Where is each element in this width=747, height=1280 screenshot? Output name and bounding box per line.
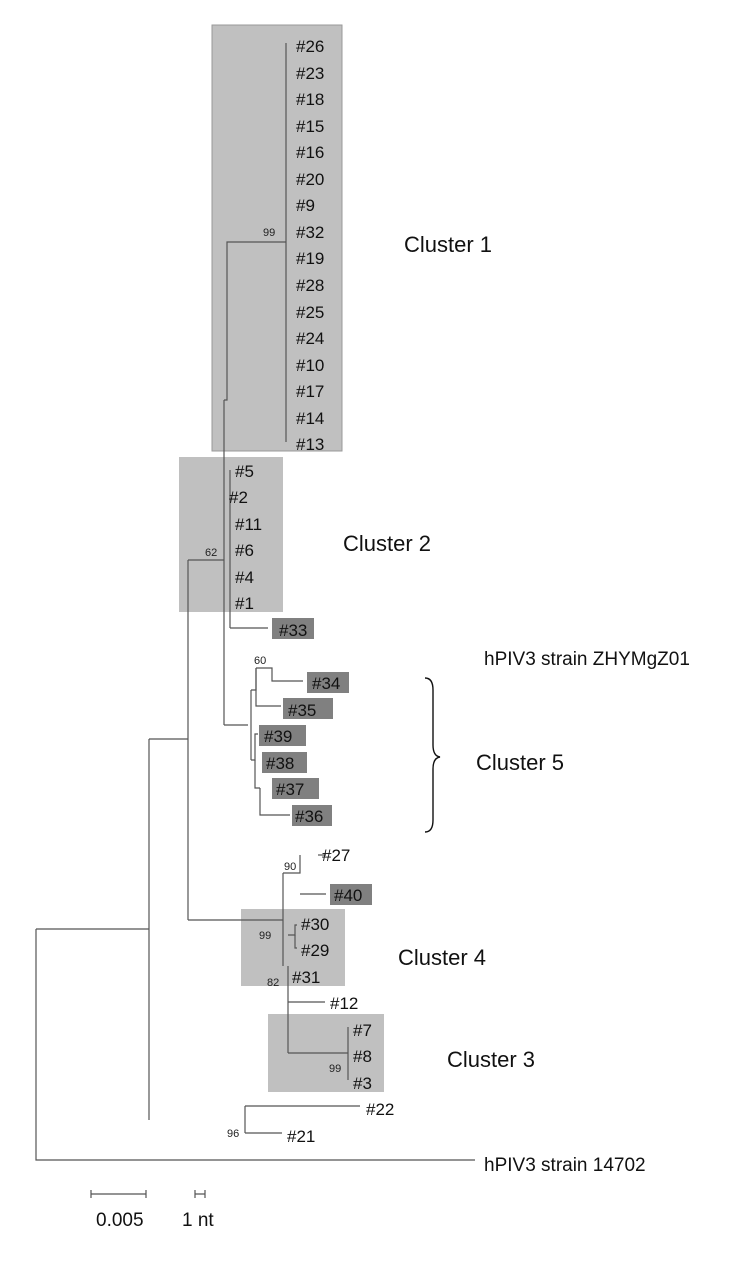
- cluster-4-box: [241, 909, 345, 986]
- branch: [254, 760, 260, 789]
- cluster-1-leaves: #26 #23 #18 #15 #16 #20 #9 #32 #19 #28 #…: [296, 37, 324, 454]
- leaf-label: #4: [235, 568, 254, 587]
- cluster-label: Cluster 3: [447, 1047, 535, 1072]
- leaf-label: #28: [296, 276, 324, 295]
- leaf-label: #2: [229, 488, 248, 507]
- cluster-3-leaves: #7 #8 #3: [353, 1021, 372, 1093]
- leaf-label: #27: [322, 846, 350, 865]
- leaf-label: #17: [296, 382, 324, 401]
- cluster-label: Cluster 2: [343, 531, 431, 556]
- leaf-label: #15: [296, 117, 324, 136]
- reference-strain-label: hPIV3 strain 14702: [484, 1155, 646, 1176]
- leaf-label: #30: [301, 915, 329, 934]
- cluster-4-leaves: #30 #29 #31: [292, 915, 329, 987]
- bootstrap-value: 99: [263, 227, 275, 239]
- leaf-label: #23: [296, 64, 324, 83]
- leaf-highlight-box: [272, 618, 314, 639]
- leaf-highlight-box: [330, 884, 372, 905]
- reference-strain-label: hPIV3 strain ZHYMgZ01: [484, 649, 690, 670]
- leaf-highlight-box: [262, 752, 307, 773]
- leaf-label: #22: [366, 1100, 394, 1119]
- leaf-label: #8: [353, 1047, 372, 1066]
- leaf-label: #11: [235, 515, 262, 534]
- leaf-label: #10: [296, 356, 324, 375]
- bootstrap-value: 96: [227, 1128, 239, 1140]
- leaf-label: #32: [296, 223, 324, 242]
- cluster-label: Cluster 5: [476, 750, 564, 775]
- leaf-label: #6: [235, 541, 254, 560]
- bootstrap-value: 62: [205, 547, 217, 559]
- leaf-label: #25: [296, 303, 324, 322]
- cluster-label: Cluster 4: [398, 945, 486, 970]
- leaf-label: #1: [235, 594, 254, 613]
- bootstrap-value: 60: [254, 655, 266, 667]
- scale-bar-label: 0.005: [96, 1210, 144, 1231]
- leaf-label: #14: [296, 409, 324, 428]
- leaf-label: #26: [296, 37, 324, 56]
- branch: [294, 935, 297, 949]
- bootstrap-value: 99: [329, 1063, 341, 1075]
- scale-bar-nt: [194, 1190, 206, 1198]
- leaf-label: #3: [353, 1074, 372, 1093]
- leaf-label: #7: [353, 1021, 372, 1040]
- branch: [259, 788, 290, 816]
- leaf-highlight-box: [272, 778, 319, 799]
- leaf-label: #12: [330, 994, 358, 1013]
- leaf-highlight-box: [259, 725, 306, 746]
- leaf-label: #33: [279, 621, 307, 640]
- leaf-label: #34: [312, 674, 340, 693]
- leaf-label: #31: [292, 968, 320, 987]
- branches: [35, 43, 475, 1161]
- branch: [283, 855, 301, 874]
- leaf-label: #13: [296, 435, 324, 454]
- branch: [255, 668, 281, 707]
- leaf-label: #18: [296, 90, 324, 109]
- cluster-5-leaves: #34 #35 #39 #38 #37 #36: [264, 674, 340, 826]
- leaf-label: #37: [276, 780, 304, 799]
- leaf-label: #36: [295, 807, 323, 826]
- cluster-label: Cluster 1: [404, 232, 492, 257]
- leaf-label: #38: [266, 754, 294, 773]
- branch: [288, 924, 297, 936]
- leaf-highlight-box: [283, 698, 333, 719]
- leaf-highlight-box: [307, 672, 349, 693]
- cluster-2-box: [179, 457, 283, 612]
- scale-bar: [90, 1190, 147, 1198]
- leaf-highlight-box: [292, 805, 332, 826]
- leaf-label: #19: [296, 249, 324, 268]
- leaf-label: #21: [287, 1127, 315, 1146]
- leaf-label: #40: [334, 886, 362, 905]
- bootstrap-value: 82: [267, 977, 279, 989]
- leaf-label: #24: [296, 329, 324, 348]
- cluster-1-box: [211, 24, 343, 452]
- bootstrap-value: 99: [259, 930, 271, 942]
- branch: [224, 241, 286, 401]
- leaf-label: #29: [301, 941, 329, 960]
- branch: [35, 929, 475, 1161]
- branch: [256, 667, 303, 682]
- branch: [251, 733, 258, 761]
- branch: [251, 668, 257, 691]
- cluster-2-leaves: #5 #2 #11 #6 #4 #1: [229, 462, 262, 613]
- leaf-label: #20: [296, 170, 324, 189]
- leaf-label: #39: [264, 727, 292, 746]
- leaf-label: #5: [235, 462, 254, 481]
- leaf-label: #9: [296, 196, 315, 215]
- bootstrap-value: 90: [284, 861, 296, 873]
- leaf-label: #35: [288, 701, 316, 720]
- leaf-label: #16: [296, 143, 324, 162]
- cluster-5-brace: [424, 677, 441, 833]
- scale-bar-nt-label: 1 nt: [182, 1210, 214, 1231]
